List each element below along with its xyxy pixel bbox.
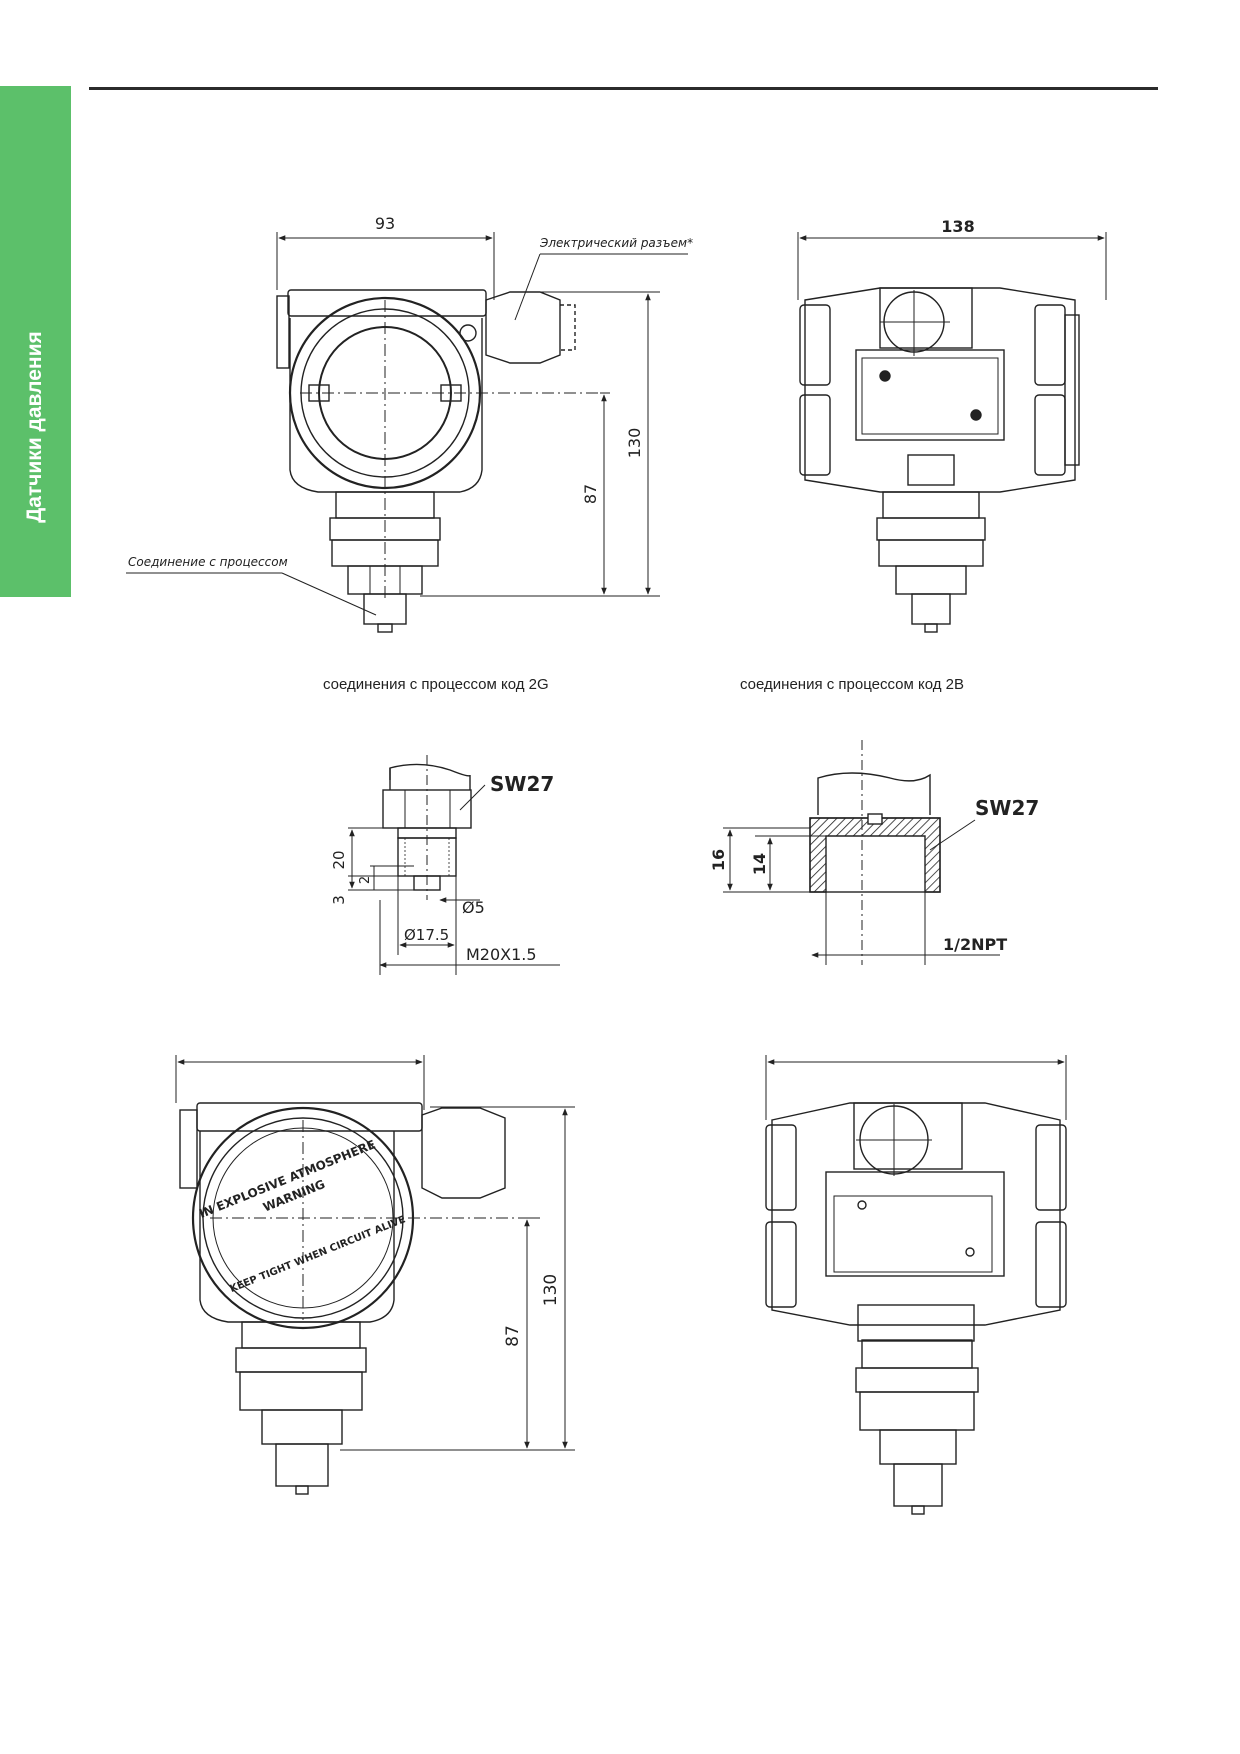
dim-label-87: 87 [581, 484, 600, 504]
fig4-conduit-block [853, 1102, 963, 1170]
fig4-nameplate-screw [965, 1247, 975, 1257]
side-nameplate [855, 349, 1005, 441]
side-neck-flange [876, 517, 986, 541]
side-left-boss-top [799, 304, 831, 386]
nameplate-screw [970, 409, 982, 421]
header-rule [89, 87, 1158, 90]
connector-nut [560, 304, 576, 351]
dim-label-138: 138 [941, 217, 974, 236]
side-conduit-block [879, 287, 973, 349]
callout-process-label: Соединение с процессом [128, 555, 288, 569]
side-hex-nut [895, 565, 967, 595]
housing-top-rib [287, 289, 487, 317]
fig4-nameplate-screw [857, 1200, 867, 1210]
detail-2b-sw-label: SW27 [975, 796, 1039, 820]
side-left-boss-bottom [799, 394, 831, 476]
fig4-right-boss-top [1035, 1124, 1067, 1211]
detail-2g-dia-5: Ø5 [462, 898, 485, 917]
fig3-neck-ring [239, 1371, 363, 1411]
detail-2g-dia-17-5: Ø17.5 [404, 926, 449, 944]
side-neck-ring [878, 539, 984, 567]
fig4-nameplate-inner [833, 1195, 993, 1273]
callout-process-leader [281, 572, 377, 616]
detail-2g-break [389, 763, 471, 790]
caption-2b: соединения с процессом код 2B [740, 676, 964, 693]
fig4-hex-nut [879, 1429, 957, 1465]
electrical-connector [485, 291, 561, 364]
detail-2b [723, 740, 1000, 965]
detail-2b-break [817, 772, 931, 815]
fig3-cover-text-3: KEEP TIGHT WHEN CIRCUIT ALIVE [228, 1214, 407, 1295]
figure1-front-view [126, 232, 688, 633]
fig4-nameplate [825, 1171, 1005, 1277]
detail-2b-key [867, 813, 883, 825]
earth-screw [459, 324, 477, 342]
callout-connector-leader [514, 253, 541, 321]
fig4-left-boss-bottom [765, 1221, 797, 1308]
figure2-side-view [797, 232, 1107, 633]
side-process-nozzle [924, 623, 938, 633]
detail-2g [348, 755, 560, 975]
figure4-side-view [765, 1055, 1067, 1515]
fig4-left-boss-top [765, 1124, 797, 1211]
side-tab: Датчики давления [0, 86, 71, 597]
process-thread [363, 593, 407, 625]
caption-2g: соединения с процессом код 2G [323, 676, 549, 693]
detail-2b-thread: 1/2NPT [943, 935, 1007, 954]
detail-2g-dim-20: 20 [330, 850, 348, 869]
detail-2b-sw-leader [929, 819, 976, 851]
detail-2g-sw-label: SW27 [490, 772, 554, 796]
fig3-nozzle [295, 1485, 309, 1495]
dim-label-93: 93 [375, 214, 395, 233]
fig4-process-thread [893, 1463, 943, 1507]
fig4-neck-upper [861, 1339, 973, 1369]
callout-connector-label: Электрический разъем* [539, 236, 693, 250]
side-nameplate-inner [861, 357, 999, 435]
fig4-right-boss-bottom [1035, 1221, 1067, 1308]
fig3-neck-upper [241, 1321, 361, 1349]
fig3-cover-text-1: IN EXPLOSIVE ATMOSPHERE [197, 1137, 377, 1221]
fig3-dim-label-87: 87 [503, 1325, 523, 1347]
fig4-neck-ring [859, 1391, 975, 1431]
fig3-process-thread [275, 1443, 329, 1487]
detail-2b-socket [809, 817, 941, 893]
detail-2b-dim-16: 16 [709, 849, 728, 871]
detail-2g-dim-2: 2 [358, 876, 373, 884]
fig4-neck-flange [855, 1367, 979, 1393]
figure3-front-view [175, 1055, 575, 1495]
detail-2g-thread: M20X1.5 [466, 945, 537, 964]
side-right-boss-top [1034, 304, 1066, 386]
detail-2g-sw-leader [459, 784, 486, 811]
detail-2b-dim-14: 14 [750, 853, 769, 875]
process-nozzle [377, 623, 393, 633]
side-right-boss-bottom [1034, 394, 1066, 476]
housing-left-lug [276, 295, 290, 369]
side-process-thread [911, 593, 951, 625]
side-lock-block [907, 454, 955, 486]
fig3-neck-flange [235, 1347, 367, 1373]
fig4-nozzle [911, 1505, 925, 1515]
side-right-cap [1064, 314, 1080, 466]
fig4-lock-block [857, 1304, 975, 1342]
nameplate-screw [879, 370, 891, 382]
side-neck-upper [882, 491, 980, 519]
fig3-connector [421, 1107, 506, 1199]
dim-label-130: 130 [625, 428, 644, 459]
detail-2g-dim-3: 3 [330, 895, 348, 905]
fig3-left-lug [179, 1109, 198, 1189]
fig3-housing-body [199, 1131, 395, 1323]
fig3-dim-label-130: 130 [541, 1274, 561, 1306]
fig4-housing-body [771, 1102, 1061, 1326]
fig3-hex-nut [261, 1409, 343, 1445]
